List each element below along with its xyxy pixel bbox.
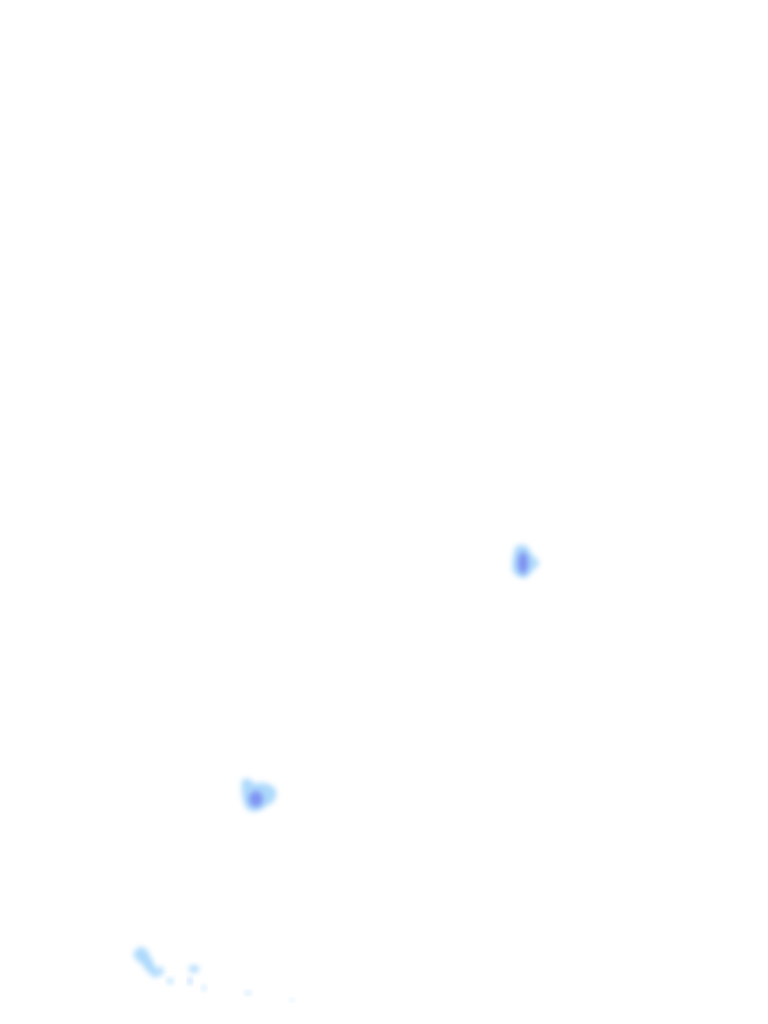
precip-cell [512, 544, 540, 578]
precip-cell [241, 778, 277, 812]
precip-cell [133, 947, 164, 978]
precip-cell [167, 965, 294, 1002]
